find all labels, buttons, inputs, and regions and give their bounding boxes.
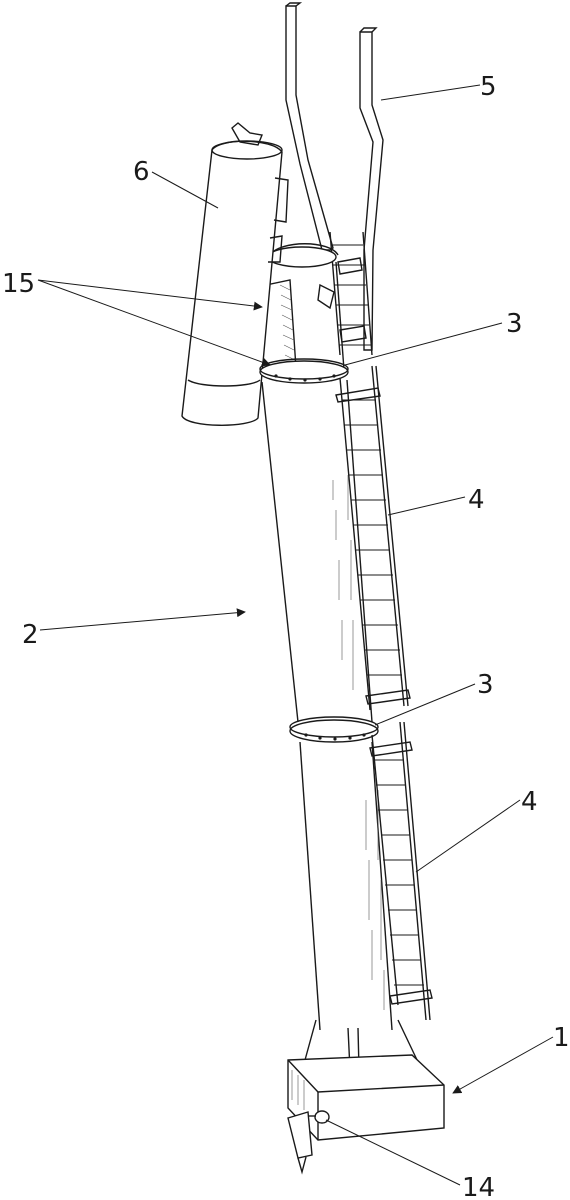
- drain-valve: [287, 1110, 330, 1175]
- upper-flange: [259, 358, 349, 384]
- pressure-tank: [181, 122, 289, 426]
- label-4-lower: 4: [521, 787, 538, 817]
- reference-labels: 5 6 15 3 4 2 3 4 1 14: [2, 72, 570, 1200]
- label-6: 6: [133, 157, 150, 187]
- label-3-middle: 3: [477, 670, 494, 700]
- leader-lines: [37, 84, 554, 1186]
- label-1: 1: [553, 1023, 570, 1053]
- label-15: 15: [2, 269, 35, 299]
- main-column: [261, 379, 393, 1031]
- ladder-section-lower: [369, 721, 433, 1021]
- base-box: [287, 1019, 445, 1141]
- label-5: 5: [480, 72, 497, 102]
- label-3-upper: 3: [506, 309, 523, 339]
- label-14: 14: [462, 1173, 495, 1200]
- label-2: 2: [22, 620, 39, 650]
- ladder-section-upper: [335, 365, 411, 711]
- middle-flange: [289, 716, 379, 743]
- upper-ladder-section: [329, 231, 373, 356]
- label-4-upper: 4: [468, 485, 485, 515]
